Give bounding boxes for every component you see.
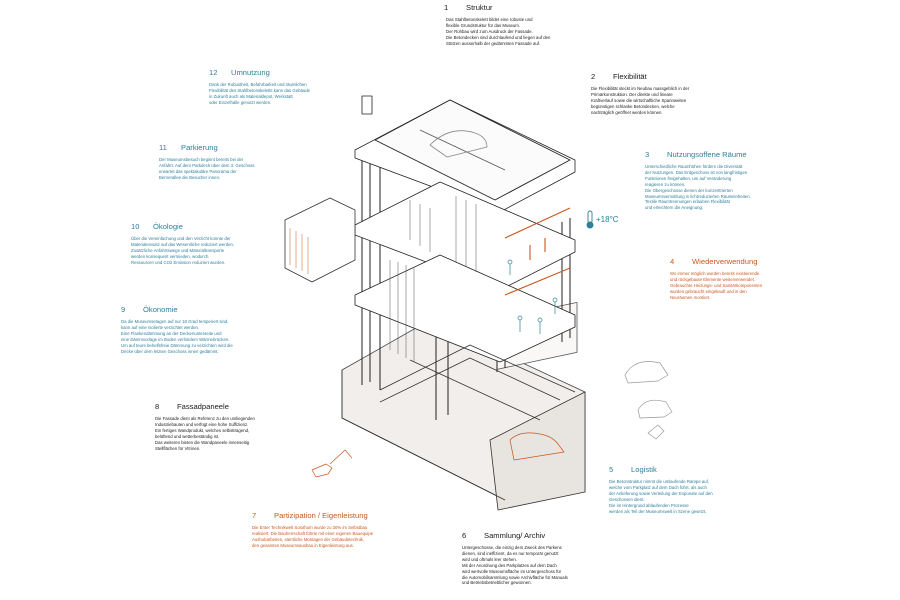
annotation-heading: 8 Fassadpaneele bbox=[155, 402, 325, 412]
cars-on-ramp bbox=[624, 361, 673, 440]
visitor-figures bbox=[507, 259, 558, 334]
annotation-text: Die Enter Technikwelt Solothurn wurde zu… bbox=[252, 525, 374, 548]
annotation-title: Wiederverwendung bbox=[692, 257, 758, 266]
annotation-text: Dank der Robustheit, Befahrbarkeit und r… bbox=[209, 82, 311, 105]
annotation-oekologie: 10 Ökologie Über die Vereinfachung und de… bbox=[131, 222, 301, 266]
annotation-nutzungsoffene-raeume: 3 Nutzungsoffene Räume Unterschiedliche R… bbox=[645, 150, 820, 211]
annotation-number: 12 bbox=[209, 68, 218, 77]
annotation-flexibilitaet: 2 Flexibilität Die Flexibilität steckt im… bbox=[591, 72, 751, 116]
annotation-heading: 4 Wiederverwendung bbox=[670, 257, 830, 267]
annotation-number: 7 bbox=[252, 511, 257, 520]
annotation-heading: 2 Flexibilität bbox=[591, 72, 751, 82]
ramp bbox=[379, 344, 576, 403]
annotation-partizipation: 7 Partizipation / Eigenleistung Die Enter… bbox=[252, 511, 452, 549]
annotation-heading: 1 Struktur bbox=[444, 3, 614, 13]
annotation-number: 2 bbox=[591, 72, 596, 81]
annotation-fassadpaneele: 8 Fassadpaneele Die Fassade dient als Ref… bbox=[155, 402, 325, 451]
roof-parking-deck bbox=[361, 95, 571, 201]
annotation-heading: 6 Sammlung/ Archiv bbox=[462, 531, 632, 541]
annotation-text: Die Flexibilität steckt im Neubau massge… bbox=[591, 86, 690, 115]
side-annex-solar bbox=[284, 197, 356, 283]
annotation-title: Fassadpaneele bbox=[177, 402, 229, 411]
temperature-label: +18°C bbox=[596, 215, 619, 224]
annotation-title: Struktur bbox=[466, 3, 493, 12]
annotation-umnutzung: 12 Umnutzung Dank der Robustheit, Befahrb… bbox=[209, 68, 379, 106]
thermometer-icon bbox=[586, 210, 594, 229]
annotation-heading: 3 Nutzungsoffene Räume bbox=[645, 150, 820, 160]
annotation-parkierung: 11 Parkierung Der Museumsbesuch beginnt b… bbox=[159, 143, 324, 181]
annotation-title: Flexibilität bbox=[613, 72, 647, 81]
annotation-text: Untergeschosse, die einzig dem Zweck des… bbox=[462, 545, 568, 586]
annotation-text: Unterschiedliche Raumhöhen fördern die D… bbox=[645, 164, 751, 211]
annotation-heading: 5 Logistik bbox=[609, 465, 779, 475]
annotation-heading: 12 Umnutzung bbox=[209, 68, 379, 78]
annotation-struktur: 1 Struktur Das Stahlbetonskelett bildet e… bbox=[444, 3, 614, 47]
annotation-wiederverwendung: 4 Wiederverwendung Wo immer möglich wurde… bbox=[670, 257, 830, 301]
annotation-number: 3 bbox=[645, 150, 650, 159]
annotation-heading: 9 Ökonomie bbox=[121, 305, 296, 315]
annotation-number: 1 bbox=[444, 3, 449, 12]
annotation-text: Der Museumsbesuch beginnt bereits bei de… bbox=[159, 157, 255, 180]
annotation-number: 4 bbox=[670, 257, 675, 266]
annotation-heading: 7 Partizipation / Eigenleistung bbox=[252, 511, 452, 521]
reused-pipes bbox=[504, 207, 571, 296]
annotation-oekonomie: 9 Ökonomie Da die Museumsetagen auf nur 1… bbox=[121, 305, 296, 354]
annotation-text: Da die Museumsetagen auf nur 18 Grad tem… bbox=[121, 319, 233, 354]
annotation-title: Logistik bbox=[631, 465, 657, 474]
annotation-text: Die Betonstruktur nimmt die umlaufende R… bbox=[609, 479, 713, 514]
annotation-number: 5 bbox=[609, 465, 614, 474]
annotation-heading: 10 Ökologie bbox=[131, 222, 301, 232]
annotation-title: Parkierung bbox=[181, 143, 218, 152]
annotation-title: Partizipation / Eigenleistung bbox=[274, 511, 368, 520]
annotation-text: Wo immer möglich wurden bereits existier… bbox=[670, 271, 763, 300]
annotation-number: 6 bbox=[462, 531, 467, 540]
annotation-number: 10 bbox=[131, 222, 140, 231]
annotation-number: 8 bbox=[155, 402, 160, 411]
annotation-heading: 11 Parkierung bbox=[159, 143, 324, 153]
annotation-title: Umnutzung bbox=[231, 68, 270, 77]
excavator bbox=[311, 449, 353, 478]
annotation-text: Die Fassade dient als Referenz zu den um… bbox=[155, 416, 255, 451]
annotation-logistik: 5 Logistik Die Betonstruktur nimmt die um… bbox=[609, 465, 779, 514]
annotation-title: Ökologie bbox=[153, 222, 183, 231]
annotation-title: Nutzungsoffene Räume bbox=[667, 150, 747, 159]
facade-panels bbox=[389, 196, 477, 362]
annotation-text: Über die Vereinfachung und den Verzicht … bbox=[131, 236, 235, 265]
annotation-text: Das Stahlbetonskelett bildet eine robust… bbox=[446, 17, 551, 46]
annotation-sammlung-archiv: 6 Sammlung/ Archiv Untergeschosse, die ei… bbox=[462, 531, 632, 586]
annotation-number: 9 bbox=[121, 305, 126, 314]
car-in-basement bbox=[509, 432, 565, 461]
annotation-title: Ökonomie bbox=[143, 305, 178, 314]
annotation-title: Sammlung/ Archiv bbox=[484, 531, 546, 540]
annotation-number: 11 bbox=[159, 143, 167, 152]
